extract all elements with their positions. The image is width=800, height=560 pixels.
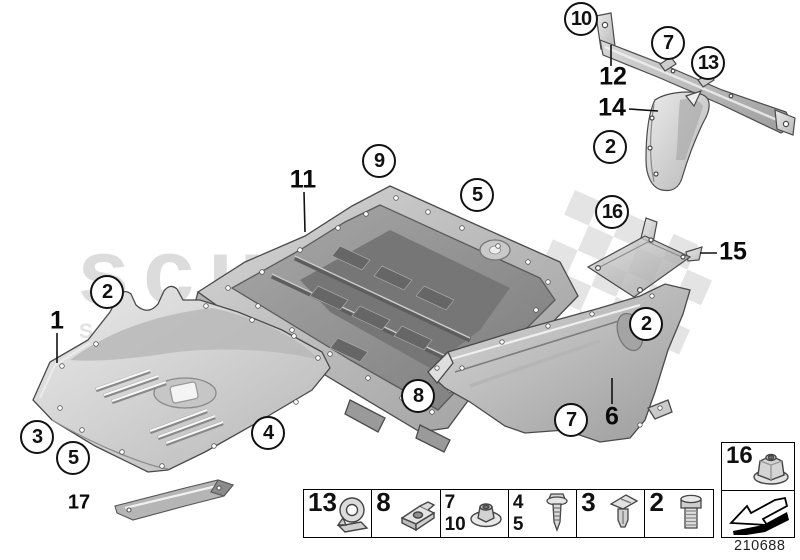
legend-item-3[interactable]: 3 — [576, 487, 646, 538]
callout-circle-8[interactable]: 8 — [401, 379, 435, 413]
callout-circle-4[interactable]: 4 — [251, 416, 285, 450]
callout-circle-2[interactable]: 2 — [90, 275, 124, 309]
legend-number: 4 5 — [512, 492, 524, 535]
legend-item-7-10[interactable]: 7 10 — [439, 489, 510, 538]
callout-circle-3[interactable]: 3 — [20, 420, 54, 454]
fastener-legend: 13 8 — [303, 487, 715, 538]
travel-direction-box — [721, 489, 795, 538]
callout-circle-5[interactable]: 5 — [460, 178, 494, 212]
expansion-rivet-icon — [602, 490, 644, 536]
legend-item-2[interactable]: 2 — [644, 487, 715, 538]
callout-circle-2[interactable]: 2 — [593, 130, 627, 164]
part-label-15: 15 — [719, 237, 747, 266]
plastic-nut-icon — [465, 492, 507, 536]
legend-number: 8 — [376, 487, 391, 517]
part-label-17: 17 — [67, 491, 91, 514]
callout-circle-7[interactable]: 7 — [651, 26, 685, 60]
leader-lines — [56, 45, 717, 404]
speed-nut-icon — [395, 492, 439, 536]
part-label-14: 14 — [598, 93, 626, 122]
part-small-cover-panel — [586, 217, 703, 298]
part-label-12: 12 — [599, 62, 627, 91]
legend-item-4-5[interactable]: 4 5 — [507, 489, 578, 538]
legend-item-8[interactable]: 8 — [371, 487, 442, 538]
legend-number: 3 — [581, 487, 596, 517]
hose-clamp-icon — [331, 492, 371, 536]
diagram-number: 210688 — [734, 538, 786, 554]
part-label-6: 6 — [605, 402, 619, 431]
part-label-11: 11 — [289, 165, 317, 194]
part-wheel-arch-cover — [645, 89, 710, 192]
hex-bolt-icon — [670, 490, 712, 536]
callout-circle-10[interactable]: 10 — [564, 2, 598, 36]
flange-nut-icon — [745, 444, 793, 489]
travel-direction-arrow-icon — [725, 493, 791, 535]
callout-circle-2[interactable]: 2 — [629, 307, 663, 341]
part-side-strip — [114, 479, 234, 521]
part-label-1: 1 — [50, 306, 64, 335]
callout-circle-9[interactable]: 9 — [362, 144, 396, 178]
part-front-cross-bar — [595, 12, 796, 136]
part-underbody-side-panel — [427, 283, 691, 443]
callout-circle-7[interactable]: 7 — [554, 403, 588, 437]
legend-number: 7 10 — [444, 492, 466, 535]
legend-item-13[interactable]: 13 — [303, 487, 373, 538]
legend-item-16[interactable]: 16 — [721, 442, 795, 491]
legend-number: 13 — [308, 487, 337, 517]
callout-circle-13[interactable]: 13 — [691, 46, 725, 80]
callout-circle-16[interactable]: 16 — [595, 195, 629, 229]
part-front-engine-undertray — [32, 285, 331, 473]
legend-number: 2 — [649, 487, 664, 517]
tapping-screw-icon — [536, 490, 576, 536]
legend-number: 16 — [726, 442, 753, 469]
callout-circle-5[interactable]: 5 — [56, 441, 90, 475]
